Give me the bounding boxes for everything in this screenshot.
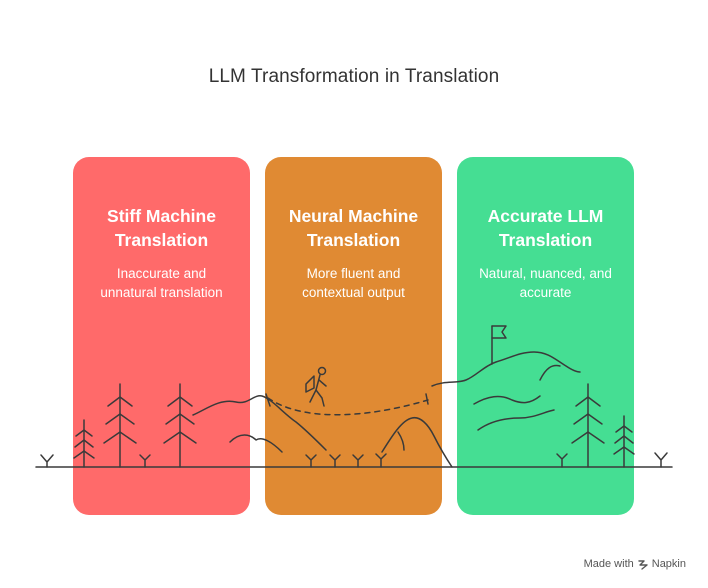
panel-heading-line: Stiff Machine bbox=[107, 206, 216, 226]
panel-description: Inaccurate and unnatural translation bbox=[79, 264, 244, 302]
panel-heading: Accurate LLM Translation bbox=[457, 204, 634, 252]
napkin-logo-icon bbox=[638, 559, 648, 570]
made-with-label: Made with bbox=[583, 558, 634, 570]
panel-description-line: accurate bbox=[519, 285, 572, 300]
panel-heading-line: Translation bbox=[498, 230, 593, 250]
panel-description-line: Inaccurate and bbox=[116, 266, 207, 281]
diagram-title: LLM Transformation in Translation bbox=[208, 66, 500, 87]
panel-description-line: Natural, nuanced, and bbox=[479, 266, 612, 281]
panel-description-line: More fluent and bbox=[306, 266, 401, 281]
panel-description: Natural, nuanced, and accurate bbox=[463, 264, 628, 302]
panel-heading-line: Neural Machine bbox=[288, 206, 419, 226]
panel-heading: Stiff Machine Translation bbox=[73, 204, 250, 252]
panel-description-line: unnatural translation bbox=[100, 285, 223, 300]
panel-accurate-llm-translation: Accurate LLM Translation Natural, nuance… bbox=[457, 157, 634, 515]
panel-heading-line: Accurate LLM bbox=[487, 206, 604, 226]
panel-neural-machine-translation: Neural Machine Translation More fluent a… bbox=[265, 157, 442, 515]
panel-description: More fluent and contextual output bbox=[271, 264, 436, 302]
napkin-brand[interactable]: Napkin bbox=[638, 558, 686, 570]
footer-credit: Made with Napkin bbox=[584, 558, 686, 570]
panel-heading-line: Translation bbox=[306, 230, 401, 250]
panel-stiff-machine-translation: Stiff Machine Translation Inaccurate and… bbox=[73, 157, 250, 515]
panel-heading-line: Translation bbox=[114, 230, 209, 250]
panel-description-line: contextual output bbox=[302, 285, 405, 300]
napkin-brand-label: Napkin bbox=[651, 558, 686, 570]
panel-heading: Neural Machine Translation bbox=[265, 204, 442, 252]
